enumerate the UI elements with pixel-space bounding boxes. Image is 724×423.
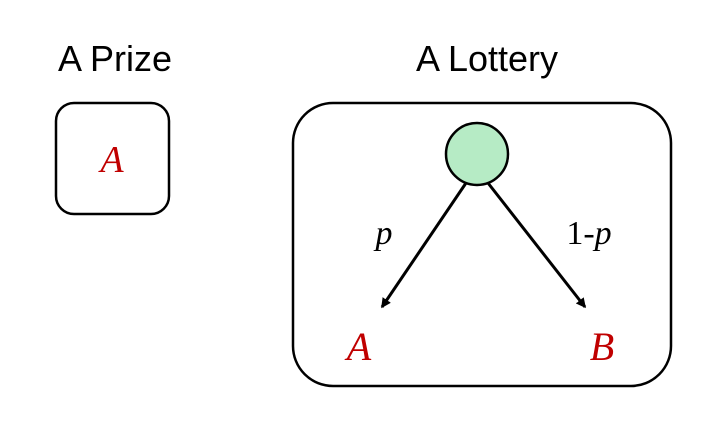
right-branch-arrow xyxy=(486,182,587,309)
right-probability-variable: p xyxy=(593,215,612,252)
right-probability-label: 1-p xyxy=(566,215,611,252)
prize-outcome-label: A xyxy=(97,139,124,181)
left-probability-label: p xyxy=(374,215,393,252)
left-branch-arrow xyxy=(380,182,468,309)
lottery-left-outcome-label: A xyxy=(344,324,372,369)
prize-box xyxy=(54,101,171,216)
chance-node xyxy=(444,121,510,187)
lottery-box xyxy=(291,101,673,388)
lottery-heading: A Lottery xyxy=(416,38,558,79)
lottery-right-outcome-label: B xyxy=(590,324,614,369)
prize-heading: A Prize xyxy=(58,38,172,79)
right-probability-prefix: 1- xyxy=(566,215,594,252)
